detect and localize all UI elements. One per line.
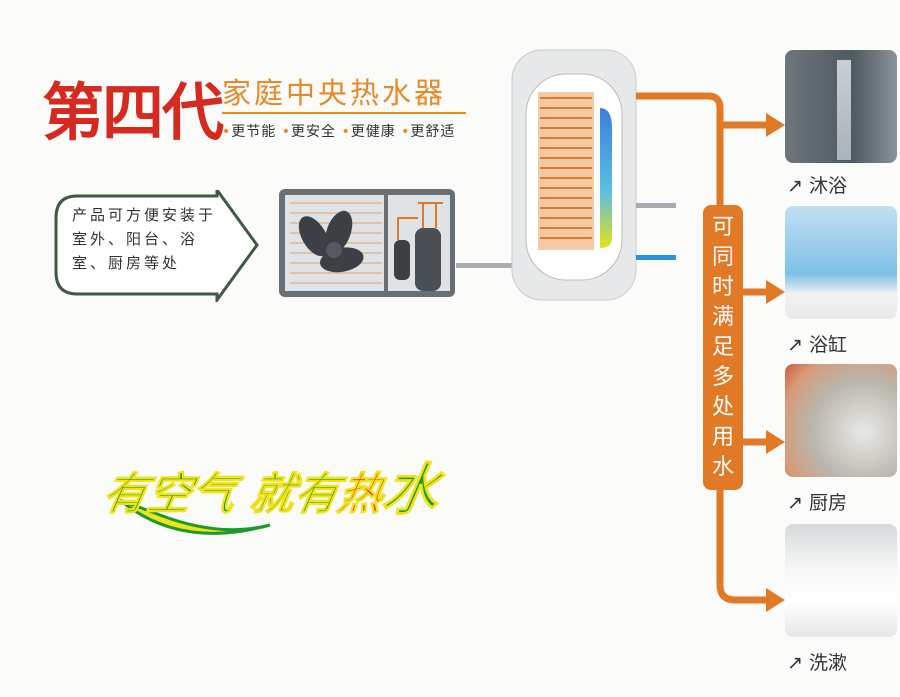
use-caption-kitchen: ↗ 厨房 bbox=[787, 492, 847, 514]
fan-icon bbox=[298, 210, 364, 273]
slogan: 有空气 就有热水 bbox=[98, 420, 520, 550]
connecting-pipe bbox=[456, 263, 516, 268]
bathtub-photo bbox=[785, 206, 897, 319]
feature: 更健康 bbox=[350, 124, 396, 140]
generation-title: 第四代 bbox=[42, 76, 224, 149]
water-tank-illustration bbox=[511, 49, 637, 301]
outdoor-unit-illustration bbox=[279, 189, 455, 297]
use-caption-washbasin: ↗ 洗漱 bbox=[787, 652, 847, 674]
arrow-icon: ↗ bbox=[787, 492, 803, 514]
callout-arrow-shape bbox=[54, 190, 259, 302]
swoosh-graphic bbox=[119, 498, 271, 535]
cold-water-pipe bbox=[636, 255, 676, 260]
arrow-icon: ↗ bbox=[787, 334, 803, 356]
product-title: 家庭中央热水器 bbox=[222, 76, 447, 110]
use-caption-shower: ↗ 沐浴 bbox=[787, 175, 847, 197]
feature-list: •更节能 •更安全 •更健康 •更舒适 bbox=[222, 124, 456, 140]
gray-pipe bbox=[636, 203, 676, 208]
callout-text: 产品可方便安装于室外、阳台、浴室、厨房等处 bbox=[72, 206, 217, 272]
arrow-icon: ↗ bbox=[787, 652, 803, 674]
use-caption-bathtub: ↗ 浴缸 bbox=[787, 334, 847, 356]
feature: 更舒适 bbox=[410, 124, 456, 140]
arrow-heads bbox=[766, 113, 785, 612]
slogan-part: 就有 bbox=[246, 469, 344, 521]
kitchen-photo bbox=[785, 364, 897, 477]
shower-photo bbox=[785, 50, 897, 163]
multi-use-label: 可同时满足多处用水 bbox=[703, 205, 743, 490]
feature: 更安全 bbox=[290, 124, 336, 140]
slogan-part: 水 bbox=[377, 457, 446, 524]
washbasin-photo bbox=[785, 524, 897, 637]
arrow-icon: ↗ bbox=[787, 175, 803, 197]
slogan-part: 有空气 bbox=[98, 469, 240, 521]
title-divider bbox=[222, 112, 466, 114]
feature: 更节能 bbox=[231, 124, 277, 140]
